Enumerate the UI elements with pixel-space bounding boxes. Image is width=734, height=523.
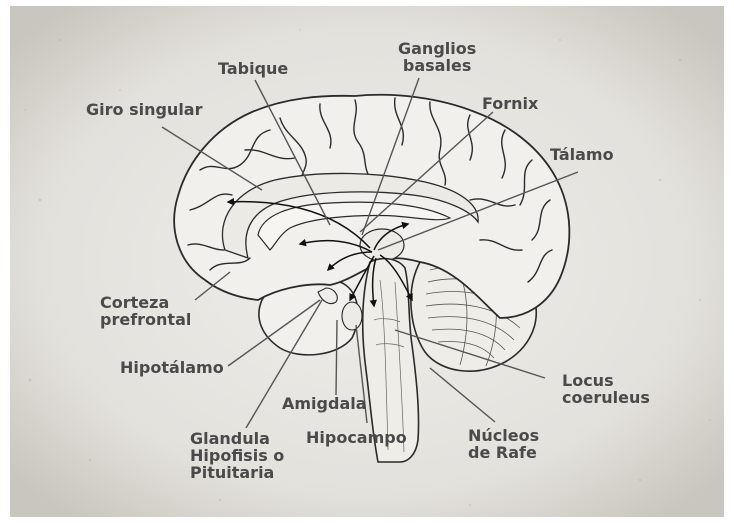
label-tabique: Tabique <box>218 60 288 77</box>
label-locus-coeruleus: Locus coeruleus <box>562 372 650 406</box>
label-glandula-hipofisis: Glandula Hipofisis o Pituitaria <box>190 430 284 481</box>
label-fornix: Fornix <box>482 95 538 112</box>
label-amigdala: Amigdala <box>282 395 367 412</box>
label-talamo: Tálamo <box>550 146 614 163</box>
label-corteza-prefrontal: Corteza prefrontal <box>100 294 191 328</box>
label-hipotalamo: Hipotálamo <box>120 359 224 376</box>
label-giro-singular: Giro singular <box>86 101 202 118</box>
label-nucleos-de-rafe: Núcleos de Rafe <box>468 427 539 461</box>
amygdala-body <box>342 302 362 330</box>
label-hipocampo: Hipocampo <box>306 429 407 446</box>
label-ganglios-basales: Ganglios basales <box>398 40 476 74</box>
